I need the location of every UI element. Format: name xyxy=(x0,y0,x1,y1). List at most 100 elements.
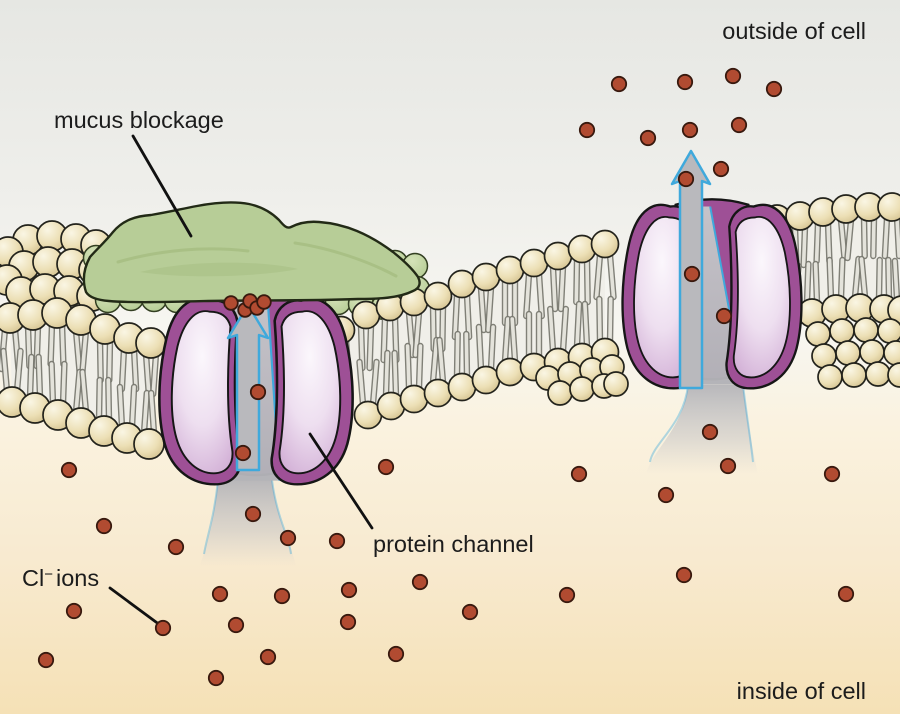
lipid-tail xyxy=(813,262,819,304)
lipid-head xyxy=(495,357,525,387)
lipid-tail xyxy=(28,355,34,399)
chloride-ion-inside xyxy=(387,645,405,663)
lipid-tail xyxy=(431,338,439,384)
chloride-ion-inside xyxy=(339,613,357,631)
lipid-tail xyxy=(503,317,510,363)
lipid-tail xyxy=(15,349,23,393)
lipid-head xyxy=(887,295,900,325)
lipid-tail xyxy=(405,344,411,390)
lipid-tail xyxy=(551,265,557,311)
chloride-ion-inside xyxy=(411,573,429,591)
chloride-ion-left-channel xyxy=(234,444,252,462)
passage-glow xyxy=(200,480,296,566)
chloride-ion-inside xyxy=(154,619,172,637)
lipid-tail xyxy=(74,370,82,414)
lipid-tail xyxy=(608,297,613,343)
lipid-tail xyxy=(97,378,102,422)
outside-of-cell-label: outside of cell xyxy=(722,18,866,44)
lipid-head xyxy=(547,380,573,406)
lipid-tail xyxy=(464,332,469,378)
lipid-tail xyxy=(36,355,42,399)
passage-edge xyxy=(271,479,292,555)
channel-lobe-inner xyxy=(170,310,234,475)
lipid-tail xyxy=(886,258,891,300)
cl-superscript-minus: − xyxy=(44,566,53,583)
lipid-head xyxy=(817,364,843,390)
lipid-tail xyxy=(392,351,398,397)
chloride-ion-inside xyxy=(167,538,185,556)
lipid-tail xyxy=(60,322,66,366)
lipid-tail xyxy=(583,302,589,348)
channel-lobe-inner xyxy=(278,310,342,475)
lipid-tail xyxy=(118,385,124,429)
left-channel-passage-glow xyxy=(200,479,296,566)
passage-edge xyxy=(203,479,219,555)
lipid-tail xyxy=(130,385,136,429)
lipid-tail xyxy=(597,297,602,343)
lipid-tail xyxy=(805,262,811,304)
lipid-tail xyxy=(862,216,867,258)
chloride-ion-inside xyxy=(377,458,395,476)
chloride-ion-outside xyxy=(676,73,694,91)
mucus-contour xyxy=(293,241,398,278)
mucus-blockage-label: mucus blockage xyxy=(54,107,224,133)
lipid-tail xyxy=(98,338,103,382)
lipid-tail xyxy=(48,322,54,366)
chloride-ion-inside xyxy=(657,486,675,504)
chloride-ion-left-channel xyxy=(244,505,262,523)
lipid-tail xyxy=(559,265,565,311)
lipid-tail xyxy=(479,286,486,332)
lipid-head xyxy=(887,362,900,388)
lipid-head xyxy=(471,365,501,395)
lipid-tail xyxy=(853,257,861,299)
lipid-head xyxy=(569,376,595,402)
chloride-ion-outside xyxy=(639,129,657,147)
label-pointer-lines xyxy=(108,134,374,627)
chloride-ion-outside xyxy=(578,121,596,139)
lipid-tail xyxy=(859,257,867,299)
cl-ions-word: ions xyxy=(56,565,99,591)
lipid-tail xyxy=(357,360,365,406)
lipid-head xyxy=(135,327,167,359)
lipid-tail xyxy=(149,391,156,435)
chloride-ion-inside xyxy=(273,587,291,605)
lipid-head xyxy=(829,318,855,344)
lipid-tail xyxy=(608,253,616,299)
lipid-head xyxy=(495,255,525,285)
lipid-tail xyxy=(548,307,555,353)
lipid-tail xyxy=(74,329,82,373)
passage-glow xyxy=(646,385,758,474)
right-channel-passage-glow xyxy=(646,384,758,474)
chloride-ion-left-channel xyxy=(249,383,267,401)
left-flow-arrow xyxy=(226,303,270,472)
lipid-tail xyxy=(839,218,847,260)
chloride-ion-outside xyxy=(765,80,783,98)
lipid-head xyxy=(543,241,573,271)
chloride-ion-inside xyxy=(558,586,576,604)
chloride-ion-right-channel xyxy=(719,457,737,475)
lipid-head xyxy=(865,361,891,387)
lipid-head xyxy=(877,318,900,344)
chloride-ion-outside xyxy=(677,170,695,188)
lipid-tail xyxy=(585,258,590,304)
chloride-ion-outside xyxy=(730,116,748,134)
lipid-head xyxy=(447,269,477,299)
cl-pointer-line xyxy=(108,586,162,627)
chloride-ion-right-channel xyxy=(715,307,733,325)
lipid-tail xyxy=(106,378,111,422)
lipid-head xyxy=(423,378,453,408)
lipid-tail xyxy=(883,216,889,258)
lipid-tail xyxy=(417,344,423,390)
lipid-tail xyxy=(510,317,517,363)
lipid-tail xyxy=(895,216,900,258)
lipid-tail xyxy=(453,293,459,339)
protein-pointer-line xyxy=(308,432,374,530)
chloride-ion-inside xyxy=(227,616,245,634)
chloride-ion-outside xyxy=(610,75,628,93)
channel-lobe-inner xyxy=(732,216,791,379)
chloride-ion-inside xyxy=(259,648,277,666)
lipid-tail xyxy=(814,221,820,263)
lipid-tail xyxy=(120,347,126,391)
lipid-tail xyxy=(61,362,67,406)
